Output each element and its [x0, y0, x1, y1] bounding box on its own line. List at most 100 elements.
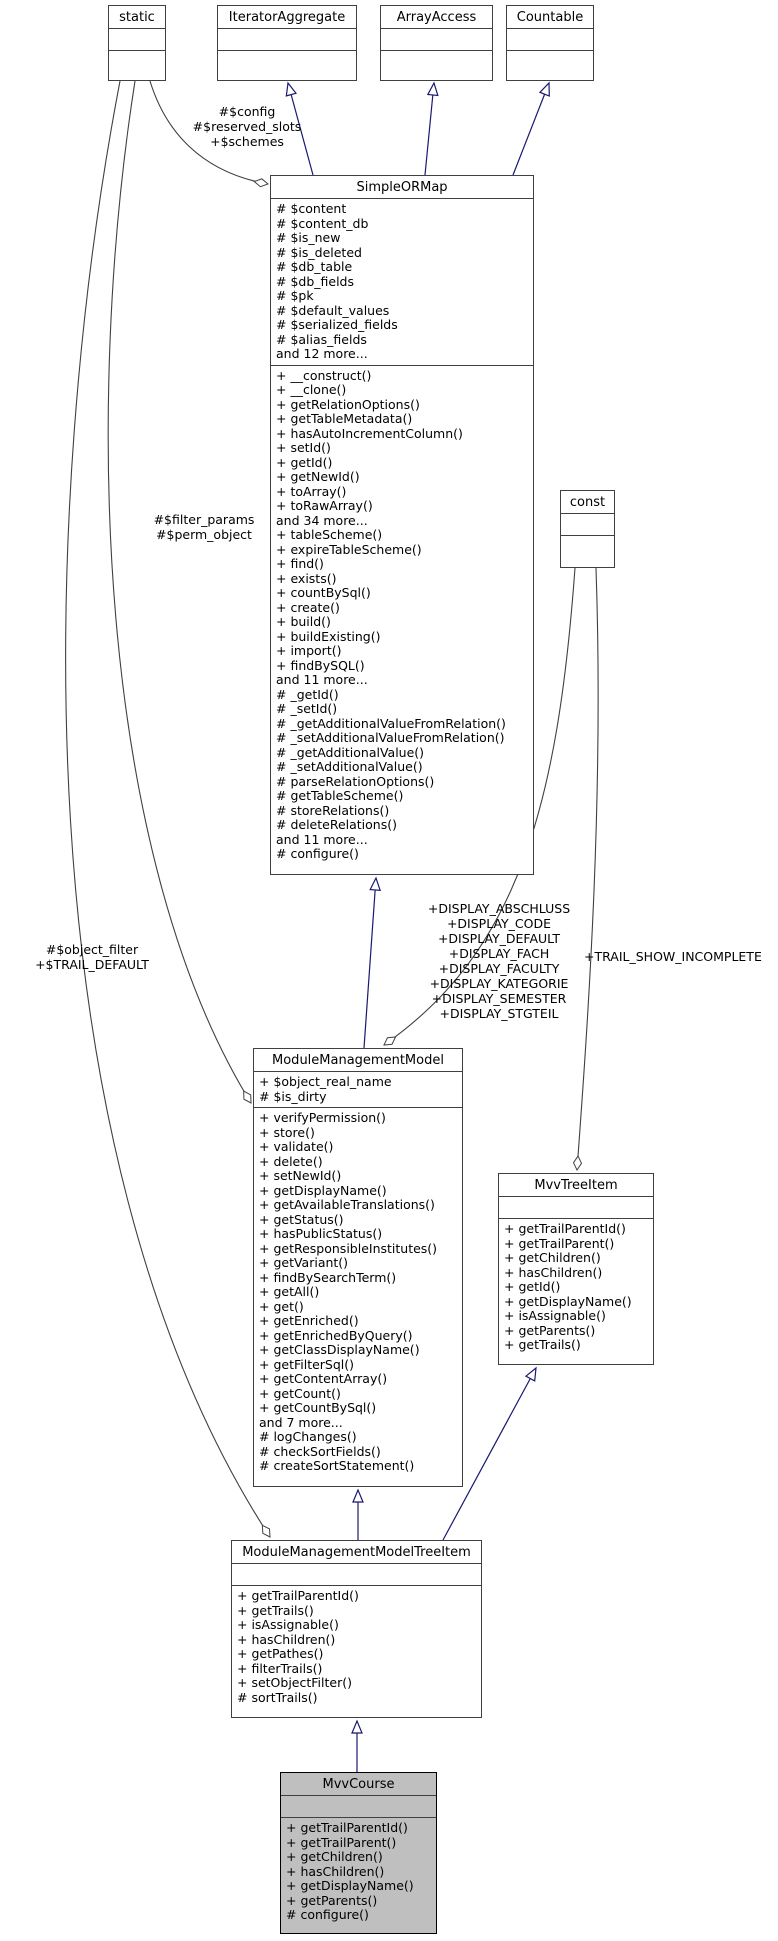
edge-label-line: #$perm_object	[156, 527, 252, 542]
method-row: # logChanges()	[259, 1429, 357, 1444]
method-row: + filterTrails()	[237, 1660, 323, 1676]
class-title: ModuleManagementModelTreeItem	[232, 1541, 481, 1564]
method-row: + create()	[276, 599, 340, 615]
attributes-section	[232, 1564, 481, 1586]
method-row: + getParents()	[286, 1892, 378, 1908]
method-row: + expireTableScheme()	[276, 541, 422, 557]
method-row: + getEnrichedByQuery()	[259, 1327, 413, 1343]
attribute-row: # $is_deleted	[276, 244, 362, 260]
class-title: Countable	[507, 6, 593, 29]
attributes-section: # $content# $content_db# $is_new# $is_de…	[271, 199, 533, 366]
class-arrayaccess[interactable]: ArrayAccess	[380, 5, 493, 81]
method-row: and 11 more...	[276, 831, 368, 847]
method-row: + isAssignable()	[504, 1308, 606, 1323]
method-row: + exists()	[276, 570, 337, 586]
attributes-section	[507, 29, 593, 51]
attribute-row: # $is_dirty	[259, 1088, 327, 1104]
method-row: and 34 more...	[276, 512, 368, 528]
attribute-row: # $alias_fields	[276, 331, 367, 347]
method-row: + import()	[276, 643, 342, 658]
class-countable[interactable]: Countable	[506, 5, 594, 81]
method-row: + getCountBySql()	[259, 1400, 377, 1415]
edge-label-line: #$reserved_slots	[192, 119, 302, 134]
attributes-section	[561, 514, 614, 536]
attribute-row: # $db_table	[276, 259, 353, 274]
edge-label-line: +DISPLAY_STGTEIL	[439, 1006, 559, 1021]
edge-inheritance-simpleormap-countable	[512, 81, 550, 176]
attribute-row: + $object_real_name	[259, 1074, 392, 1089]
attributes-section: + $object_real_name# $is_dirty	[254, 1072, 462, 1108]
class-title: const	[561, 491, 614, 514]
attributes-section	[499, 1197, 653, 1219]
class-modulemanagementmodel[interactable]: ModuleManagementModel + $object_real_nam…	[253, 1048, 463, 1487]
attribute-row: # $content	[276, 201, 347, 216]
edge-aggregation-const-mvvtreeitem	[572, 567, 599, 1172]
class-modulemanagementmodeltreeitem[interactable]: ModuleManagementModelTreeItem + getTrail…	[231, 1540, 482, 1718]
method-row: + delete()	[259, 1153, 323, 1169]
method-row: + __construct()	[276, 367, 372, 383]
attribute-row: # $is_new	[276, 230, 341, 245]
method-row: + verifyPermission()	[259, 1110, 386, 1125]
method-row: + getTrailParentId()	[237, 1588, 359, 1603]
method-row: # configure()	[286, 1907, 369, 1922]
method-row: + setId()	[276, 440, 331, 455]
edge-label-line: +DISPLAY_CODE	[446, 916, 552, 931]
method-row: # _setAdditionalValue()	[276, 759, 423, 774]
class-title: IteratorAggregate	[218, 6, 356, 29]
methods-section: + getTrailParentId()+ getTrailParent()+ …	[281, 1818, 436, 1933]
method-row: + isAssignable()	[237, 1617, 339, 1632]
method-row: + getChildren()	[504, 1250, 601, 1265]
method-row: + getNewId()	[276, 469, 360, 484]
method-row: # storeRelations()	[276, 802, 390, 818]
class-mvvtreeitem[interactable]: MvvTreeItem + getTrailParentId()+ getTra…	[498, 1173, 654, 1365]
method-row: + getTrailParent()	[286, 1834, 397, 1850]
attribute-row: and 12 more...	[276, 346, 368, 361]
edge-label-line: +DISPLAY_FACULTY	[438, 961, 560, 976]
attribute-row: # $content_db	[276, 215, 369, 231]
method-row: + getTrails()	[237, 1602, 314, 1618]
methods-section: + __construct()+ __clone()+ getRelationO…	[271, 366, 533, 875]
attributes-section	[218, 29, 356, 51]
method-row: + hasChildren()	[286, 1863, 385, 1879]
class-title: ArrayAccess	[381, 6, 492, 29]
methods-section: + verifyPermission()+ store()+ validate(…	[254, 1108, 462, 1486]
method-row: + find()	[276, 556, 324, 571]
class-simpleormap[interactable]: SimpleORMap # $content# $content_db# $is…	[270, 175, 534, 875]
method-row: # parseRelationOptions()	[276, 773, 435, 789]
class-title: SimpleORMap	[271, 176, 533, 199]
method-row: # checkSortFields()	[259, 1443, 381, 1459]
class-static[interactable]: static	[108, 5, 166, 81]
method-row: + getChildren()	[286, 1849, 383, 1864]
method-row: + toArray()	[276, 483, 347, 499]
class-iteratoraggregate[interactable]: IteratorAggregate	[217, 5, 357, 81]
method-row: + getAll()	[259, 1284, 320, 1299]
edge-label-line: #$filter_params	[153, 512, 255, 527]
attributes-section	[109, 29, 165, 51]
method-row: + hasAutoIncrementColumn()	[276, 425, 463, 441]
method-row: + toRawArray()	[276, 498, 373, 513]
class-title: MvvTreeItem	[499, 1174, 653, 1197]
method-row: + getRelationOptions()	[276, 396, 420, 412]
method-row: + store()	[259, 1124, 315, 1140]
method-row: + get()	[259, 1298, 304, 1314]
method-row: + hasPublicStatus()	[259, 1226, 383, 1241]
method-row: + getDisplayName()	[504, 1293, 632, 1309]
method-row: # _getId()	[276, 686, 339, 702]
method-row: # getTableScheme()	[276, 788, 404, 803]
method-row: # sortTrails()	[237, 1689, 318, 1705]
attributes-section	[281, 1796, 436, 1818]
edge-label-line: +$schemes	[210, 134, 284, 149]
attribute-row: # $db_fields	[276, 273, 355, 289]
method-row: + getEnriched()	[259, 1313, 359, 1328]
class-const[interactable]: const	[560, 490, 615, 568]
method-row: + getTrailParentId()	[286, 1820, 408, 1835]
method-row: + getClassDisplayName()	[259, 1342, 420, 1357]
method-row: and 7 more...	[259, 1414, 343, 1430]
method-row: + setObjectFilter()	[237, 1675, 352, 1690]
methods-section	[381, 51, 492, 80]
edge-label-line: #$object_filter	[45, 942, 139, 957]
method-row: + getPathes()	[237, 1646, 324, 1661]
class-mvvcourse[interactable]: MvvCourse + getTrailParentId()+ getTrail…	[280, 1772, 437, 1934]
method-row: + getDisplayName()	[286, 1878, 414, 1893]
method-row: + getTableMetadata()	[276, 411, 413, 426]
